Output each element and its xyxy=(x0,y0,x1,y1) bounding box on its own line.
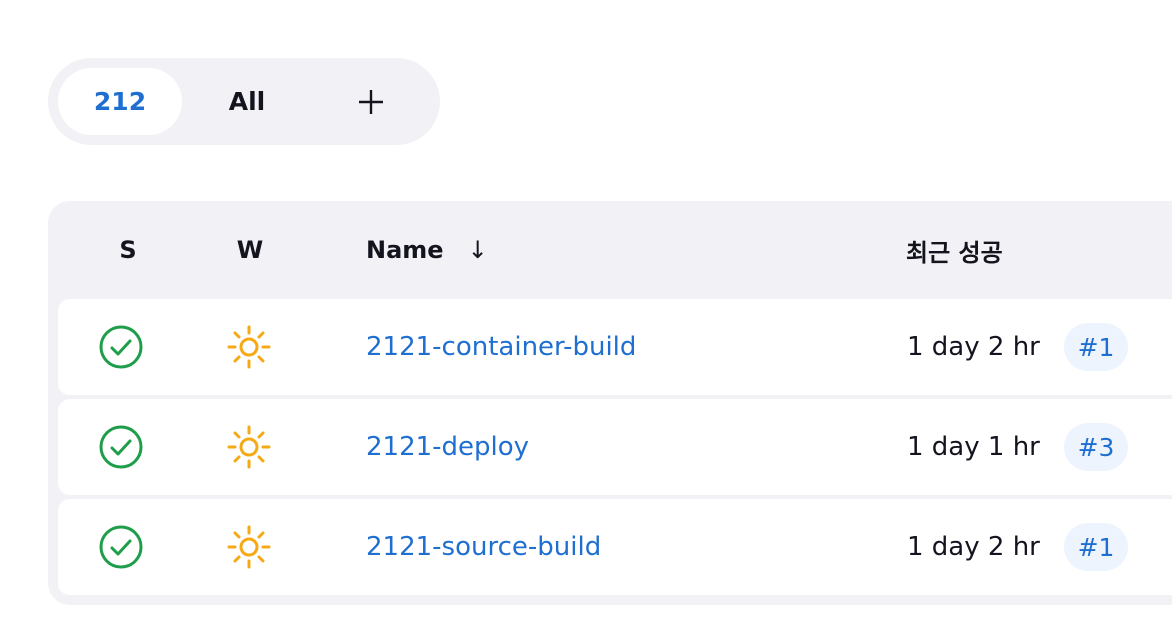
header-last-success[interactable]: 최근 성공 xyxy=(906,238,1003,267)
sunny-icon xyxy=(226,299,272,395)
table-row: 2121-source-build 1 day 2 hr #1 xyxy=(58,499,1172,595)
jobs-table: S W Name ↓ 최근 성공 2121-container-bu xyxy=(48,201,1172,605)
sort-down-arrow-icon: ↓ xyxy=(467,236,488,264)
success-check-icon xyxy=(98,399,144,495)
job-link[interactable]: 2121-source-build xyxy=(366,532,602,562)
header-status[interactable]: S xyxy=(119,236,137,264)
build-number-badge[interactable]: #1 xyxy=(1064,323,1128,371)
new-view-button[interactable] xyxy=(312,68,430,135)
job-link[interactable]: 2121-deploy xyxy=(366,432,530,462)
last-success-time: 1 day 2 hr xyxy=(907,532,1040,562)
header-weather[interactable]: W xyxy=(236,236,264,264)
success-check-icon xyxy=(98,299,144,395)
tab-212[interactable]: 212 xyxy=(58,68,182,135)
tab-all[interactable]: All xyxy=(228,87,266,116)
header-name[interactable]: Name ↓ xyxy=(366,201,488,299)
sunny-icon xyxy=(226,399,272,495)
last-success-time: 1 day 1 hr xyxy=(907,432,1040,462)
build-number-badge[interactable]: #3 xyxy=(1064,423,1128,471)
table-row: 2121-deploy 1 day 1 hr #3 xyxy=(58,399,1172,495)
header-name-label: Name xyxy=(366,236,444,264)
view-tabs: 212 All xyxy=(48,58,440,145)
success-check-icon xyxy=(98,499,144,595)
job-link[interactable]: 2121-container-build xyxy=(366,332,637,362)
table-row: 2121-container-build 1 day 2 hr #1 xyxy=(58,299,1172,395)
sunny-icon xyxy=(226,499,272,595)
last-success-time: 1 day 2 hr xyxy=(907,332,1040,362)
plus-icon xyxy=(357,88,385,116)
build-number-badge[interactable]: #1 xyxy=(1064,523,1128,571)
